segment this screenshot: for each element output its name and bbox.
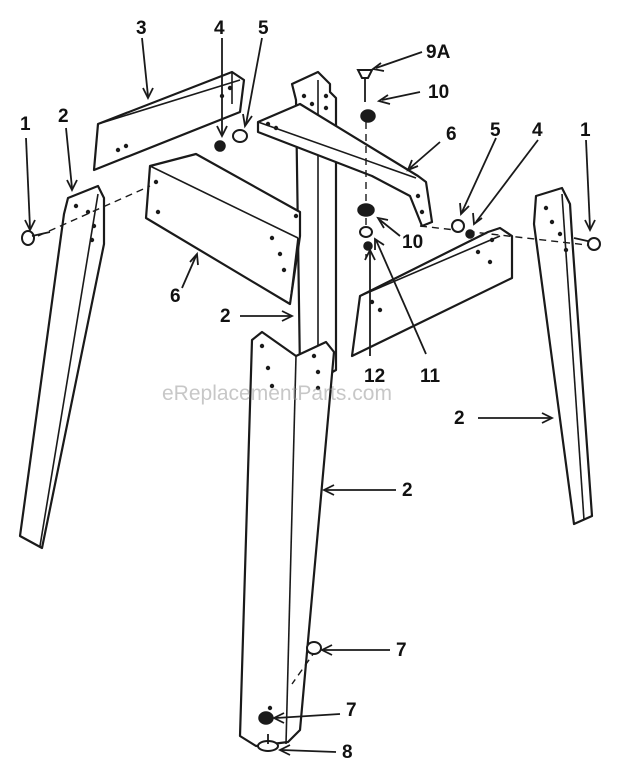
brace-part-6-left	[144, 152, 302, 306]
callout-4-left: 4	[214, 18, 225, 39]
callout-7-upper: 7	[396, 640, 407, 661]
apron-part-3	[92, 70, 246, 172]
callout-4-right: 4	[532, 120, 543, 141]
apron-right	[350, 226, 514, 358]
nut-7-lower-icon	[258, 711, 274, 725]
callout-5-right: 5	[490, 120, 501, 141]
nut-12-icon	[363, 241, 373, 251]
washer-5-left-icon	[232, 129, 248, 143]
callout-3: 3	[136, 18, 147, 39]
callout-2-right: 2	[454, 408, 465, 429]
watermark-text: eReplacementParts.com	[162, 382, 392, 405]
nut-4-left-icon	[214, 140, 226, 152]
callout-1-right: 1	[580, 120, 591, 141]
right-leg	[532, 186, 594, 526]
bolt-9a-icon	[356, 69, 374, 102]
callout-2-front: 2	[402, 480, 413, 501]
glide-8-icon	[257, 734, 279, 752]
screw-1-left-icon	[21, 230, 51, 246]
brace-part-6-right	[256, 102, 434, 228]
callout-1-left: 1	[20, 114, 31, 135]
callout-7-lower: 7	[346, 700, 357, 721]
callout-9a: 9A	[426, 42, 451, 63]
callout-8: 8	[342, 742, 353, 763]
callout-10-top: 10	[428, 82, 449, 103]
washer-5-right-icon	[451, 219, 465, 233]
washer-10-top-icon	[360, 109, 376, 123]
callout-2-center: 2	[220, 306, 231, 327]
callout-2-left: 2	[58, 106, 69, 127]
callout-11: 11	[420, 366, 441, 387]
callout-6-right: 6	[446, 124, 457, 145]
callout-5-left: 5	[258, 18, 269, 39]
front-leg	[238, 330, 336, 748]
nut-7-upper-icon	[306, 641, 322, 655]
left-leg	[18, 184, 106, 550]
callout-12: 12	[364, 366, 385, 387]
hardware	[21, 69, 601, 752]
callout-labels: 1 2 3 4 5 6 2 9A 10 6 5 4 1 10 12 11 2 2…	[20, 18, 591, 763]
leader-arrows	[24, 37, 596, 756]
washer-10-mid-icon	[357, 203, 375, 217]
nut-4-right-icon	[465, 229, 475, 239]
callout-6-left: 6	[170, 286, 181, 307]
screw-1-right-icon	[573, 237, 601, 251]
lockwasher-11-icon	[359, 226, 373, 238]
callout-10-mid: 10	[402, 232, 423, 253]
